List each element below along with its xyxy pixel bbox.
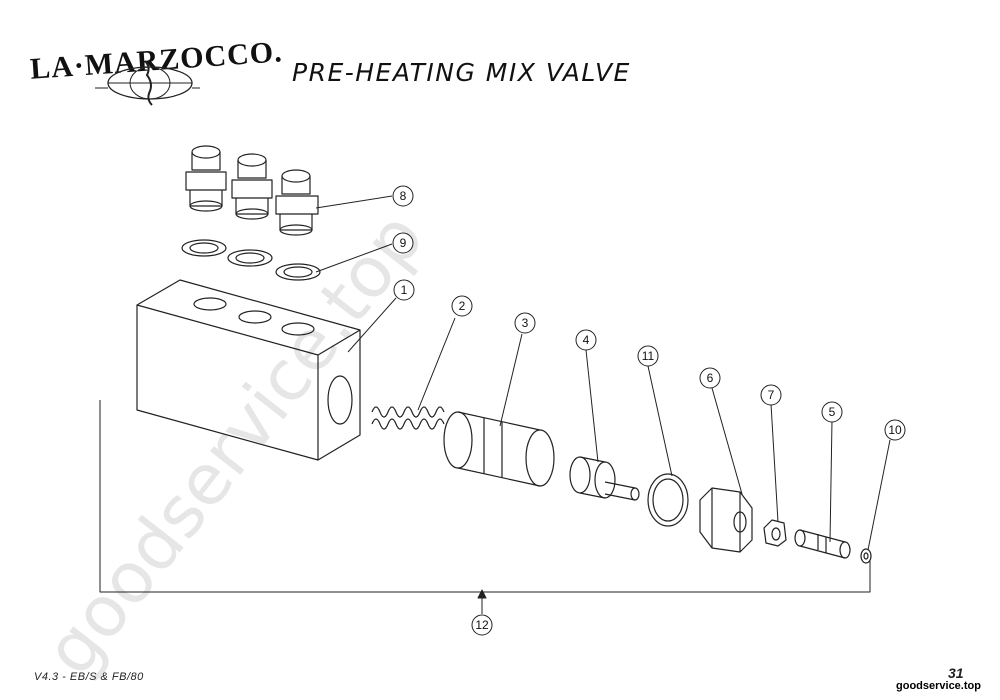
leader-lines (99, 195, 891, 614)
callout-5: 5 (829, 405, 836, 419)
callout-8: 8 (400, 189, 407, 203)
callout-3: 3 (522, 316, 529, 330)
small-washer-part (860, 548, 872, 564)
fitting-part (185, 145, 227, 212)
small-nut-part (763, 519, 787, 547)
callout-11: 11 (642, 349, 655, 363)
fitting-part (275, 169, 319, 236)
callout-9: 9 (400, 236, 407, 250)
spring-part (371, 406, 445, 430)
callout-2: 2 (459, 299, 466, 313)
valve-body-part (136, 279, 361, 461)
footer-model-label: V4.3 - EB/S & FB/80 (34, 671, 144, 683)
globe-logo-icon (95, 60, 200, 106)
fitting-part (231, 153, 273, 220)
callout-12: 12 (475, 618, 489, 632)
callout-4: 4 (583, 333, 590, 347)
plunger-part (569, 456, 640, 501)
pin-part (794, 529, 851, 559)
page-number: 31 (948, 665, 964, 681)
callout-6: 6 (707, 371, 714, 385)
piston-sleeve-part (443, 411, 555, 487)
washer-part (181, 239, 321, 281)
diagonal-watermark: goodservice.top (29, 197, 440, 691)
nut-part (699, 487, 753, 553)
callout-7: 7 (768, 388, 775, 402)
page-title: PRE-HEATING MIX VALVE (292, 58, 631, 87)
corner-watermark: goodservice.top (896, 680, 981, 692)
callout-1: 1 (401, 283, 408, 297)
o-ring-part (647, 473, 689, 527)
callout-10: 10 (888, 423, 902, 437)
